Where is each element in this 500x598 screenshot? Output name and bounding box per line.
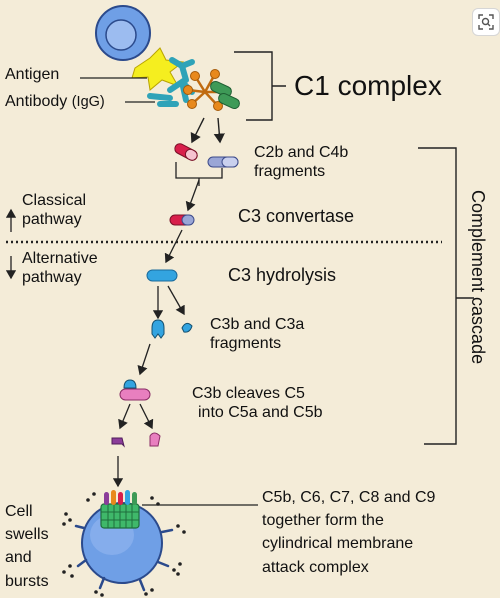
cell-line-3: and	[5, 549, 32, 567]
antibody-label-sub: (IgG)	[71, 94, 105, 110]
c1-complex-label: C1 complex	[294, 70, 442, 101]
complement-cascade-label: Complement cascade	[468, 190, 488, 365]
c3b-c3a-label: C3b and C3a fragments	[210, 316, 304, 354]
c2b-c4b-line-2: fragments	[254, 162, 326, 180]
visual-search-icon	[478, 14, 494, 30]
c2b-c4b-line-1: C2b and C4b	[254, 144, 349, 161]
mac-line-4: attack complex	[262, 558, 369, 576]
immune-cell	[95, 5, 151, 61]
alternative-line-1: Alternative	[22, 250, 98, 267]
mac-line-2: together form the	[262, 512, 384, 530]
c3b-c3a-line-1: C3b and C3a	[210, 316, 305, 333]
antigen-shape	[131, 47, 185, 91]
c3b-c3a-line-2: fragments	[210, 334, 282, 352]
mac-line-3: cylindrical membrane	[262, 535, 414, 553]
c3b-cleaves-line-1: C3b cleaves C5	[192, 385, 305, 402]
antibody-label-main: Antibody	[5, 93, 68, 110]
membrane-attack-complex	[100, 490, 140, 529]
c5-shape	[119, 379, 151, 401]
c3-convertase-shape	[169, 214, 195, 226]
mac-label: C5b, C6, C7, C8 and C9 together form the…	[262, 486, 435, 579]
classical-line-1: Classical	[22, 192, 87, 209]
cell-line-1: Cell	[5, 503, 33, 520]
mac-line-1: C5b, C6, C7, C8 and C9	[262, 489, 436, 506]
c3a-fragment	[181, 322, 193, 333]
c5a-fragment	[149, 432, 161, 447]
c5b-fragment	[111, 437, 125, 448]
antigen-label: Antigen	[5, 66, 60, 83]
cascade-bracket	[418, 147, 474, 445]
c3-hydrolysis-label: C3 hydrolysis	[228, 265, 337, 285]
c1-bracket	[234, 51, 286, 121]
cell-bursts-label: Cell swells and bursts	[5, 500, 49, 593]
cell-line-2: swells	[5, 526, 49, 544]
c3b-fragment	[151, 319, 165, 339]
classical-pathway-label: Classical pathway	[22, 192, 86, 230]
visual-search-button[interactable]	[472, 8, 500, 36]
alternative-pathway-label: Alternative pathway	[22, 250, 98, 288]
c3-shape	[146, 269, 178, 282]
antibody-label: Antibody (IgG)	[5, 93, 105, 112]
c2b-c4b-label: C2b and C4b fragments	[254, 144, 348, 182]
alternative-line-2: pathway	[22, 268, 82, 286]
c2b-fragment	[174, 143, 198, 161]
cell-line-4: bursts	[5, 572, 49, 590]
c1-complex-shape	[183, 69, 240, 111]
c3-convertase-label: C3 convertase	[238, 206, 355, 226]
c3b-cleaves-label: C3b cleaves C5 into C5a and C5b	[192, 385, 323, 423]
c3b-cleaves-line-2: into C5a and C5b	[198, 403, 323, 421]
classical-line-2: pathway	[22, 210, 82, 228]
c4b-fragment	[207, 156, 239, 168]
